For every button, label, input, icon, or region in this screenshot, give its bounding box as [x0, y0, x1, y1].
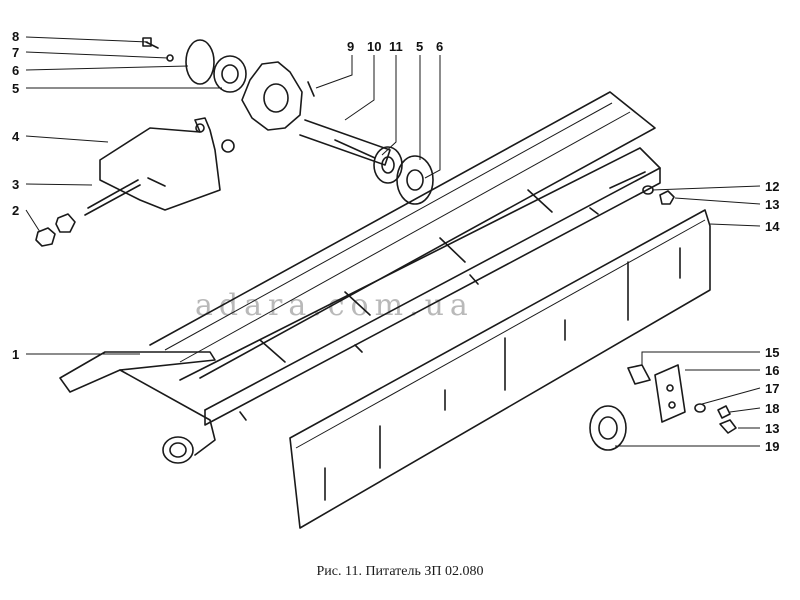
tensioner-bracket — [84, 117, 235, 216]
callout-13-lower: 13 — [765, 421, 779, 436]
callout-8: 8 — [12, 29, 19, 44]
callout-11: 11 — [389, 39, 403, 54]
callout-3: 3 — [12, 177, 19, 192]
roller-assembly — [589, 364, 737, 451]
callout-1: 1 — [12, 347, 19, 362]
nut-washer-2 — [35, 213, 76, 247]
callout-7: 7 — [12, 45, 19, 60]
figure-caption: Рис. 11. Питатель ЗП 02.080 — [316, 564, 484, 579]
callout-4: 4 — [12, 129, 20, 144]
callout-5: 5 — [12, 81, 19, 96]
callout-13: 13 — [765, 197, 779, 212]
callout-19: 19 — [765, 439, 779, 454]
callout-6-top: 6 — [436, 39, 443, 54]
callout-2: 2 — [12, 203, 19, 218]
callout-16: 16 — [765, 363, 779, 378]
callout-17: 17 — [765, 381, 779, 396]
callout-5-top: 5 — [416, 39, 423, 54]
callout-15: 15 — [765, 345, 779, 360]
feeder-frame — [59, 91, 661, 464]
callout-6: 6 — [12, 63, 19, 78]
callout-10: 10 — [367, 39, 381, 54]
callout-9: 9 — [347, 39, 354, 54]
callout-18: 18 — [765, 401, 779, 416]
callout-14: 14 — [765, 219, 780, 234]
side-plate — [289, 209, 711, 529]
drive-shaft-assembly — [142, 37, 434, 205]
watermark: adara.com.ua — [195, 288, 474, 323]
leader-lines — [25, 36, 761, 447]
callout-12: 12 — [765, 179, 779, 194]
